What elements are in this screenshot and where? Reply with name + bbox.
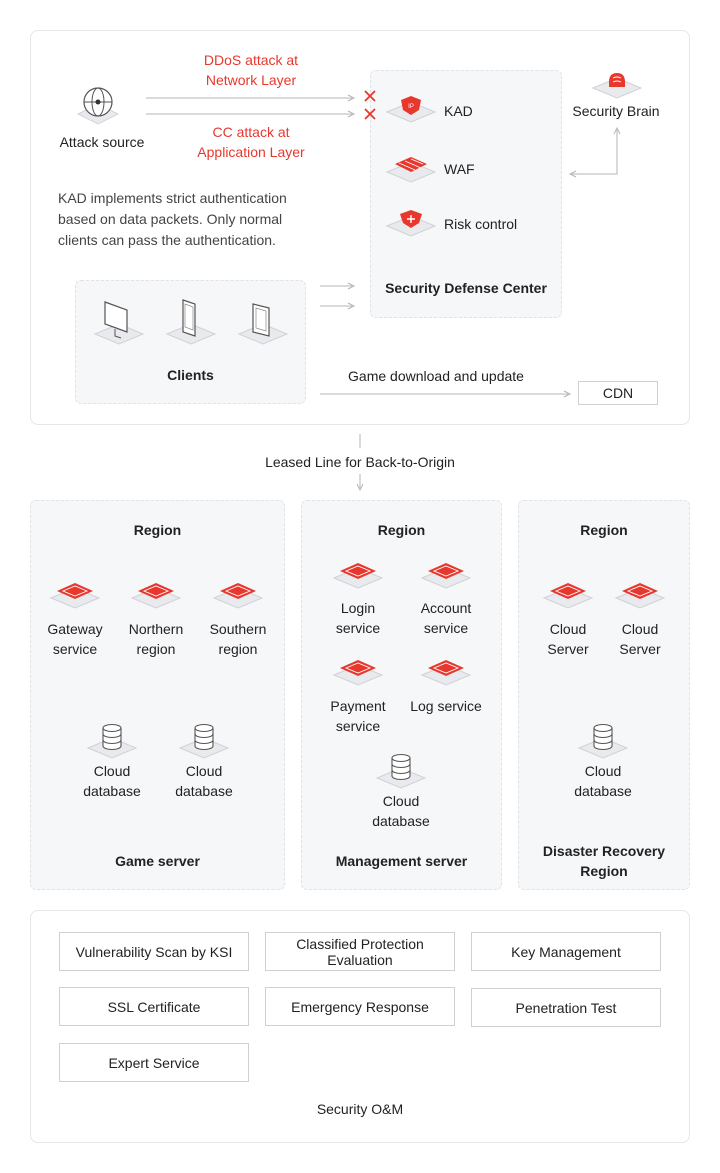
database-icon [86,723,138,759]
kad-shield-icon: IP [385,96,437,123]
defense-item-waf: WAF [444,161,475,177]
database-icon [375,753,427,789]
waf-firewall-icon [385,157,437,183]
region-title: Region [377,522,426,538]
server-icon [49,583,101,609]
om-item-ssl-certificate: SSL Certificate [59,987,249,1026]
region-title: Region [580,522,628,538]
cdn-box: CDN [578,381,658,405]
clients-label: Clients [167,367,214,383]
security-defense-center-label: Security Defense Center [385,280,547,296]
cloud-server-label: Cloud Server [547,621,589,657]
game-server-label: Game server [115,853,200,869]
kad-note: KAD implements strict authentication bas… [58,190,287,248]
service-label: Northern region [128,621,184,657]
leased-line-label: Leased Line for Back-to-Origin [265,454,455,470]
tablet-icon [237,303,289,345]
database-label: Cloud database [574,763,632,799]
server-icon [212,583,264,609]
service-label: Southern region [209,621,267,657]
management-server-region [301,500,502,890]
game-server-region [30,500,285,890]
disaster-recovery-region [518,500,690,890]
security-brain-icon [591,73,643,99]
leased-line-connector [356,434,364,492]
defense-item-kad: KAD [444,103,473,119]
server-icon [332,660,384,686]
security-om-label: Security O&M [316,1101,404,1117]
service-label: Login service [335,600,381,636]
block-x-icon [364,108,376,120]
attack-source-label: Attack source [59,134,145,150]
om-item-expert-service: Expert Service [59,1043,249,1082]
service-label: Gateway service [47,621,103,657]
attack-arrows [146,94,356,118]
om-item-penetration-test: Penetration Test [471,988,661,1027]
risk-control-shield-icon [385,210,437,237]
mobile-phone-icon [165,299,217,345]
om-item-classified-protection: Classified Protection Evaluation [265,932,455,971]
management-server-label: Management server [335,853,468,869]
database-icon [178,723,230,759]
disaster-recovery-label: Disaster Recovery Region [542,843,666,879]
server-icon [614,583,666,609]
om-item-key-management: Key Management [471,932,661,971]
game-download-label: Game download and update [348,368,524,384]
service-label: Account service [420,600,472,636]
server-icon [420,563,472,589]
ddos-attack-label: DDoS attack at Network Layer [203,52,299,88]
block-x-icon [364,90,376,102]
svg-text:IP: IP [408,104,414,110]
server-icon [542,583,594,609]
service-label: Log service [410,698,482,714]
cloud-server-label: Cloud Server [619,621,661,657]
database-label: Cloud database [372,793,430,829]
cdn-arrow [320,390,572,398]
om-item-emergency-response: Emergency Response [265,987,455,1026]
cc-attack-label: CC attack at Application Layer [197,124,305,160]
desktop-monitor-icon [93,301,145,345]
brain-connector [568,126,621,178]
service-label: Payment service [330,698,386,734]
server-icon [420,660,472,686]
server-icon [332,563,384,589]
database-icon [577,723,629,759]
database-label: Cloud database [175,763,233,799]
defense-item-risk-control: Risk control [444,216,518,232]
globe-icon [76,87,120,125]
om-item-vulnerability-scan: Vulnerability Scan by KSI [59,932,249,971]
server-icon [130,583,182,609]
database-label: Cloud database [83,763,141,799]
security-brain-label: Security Brain [572,103,660,119]
region-title: Region [133,522,182,538]
clients-arrows [320,282,356,310]
